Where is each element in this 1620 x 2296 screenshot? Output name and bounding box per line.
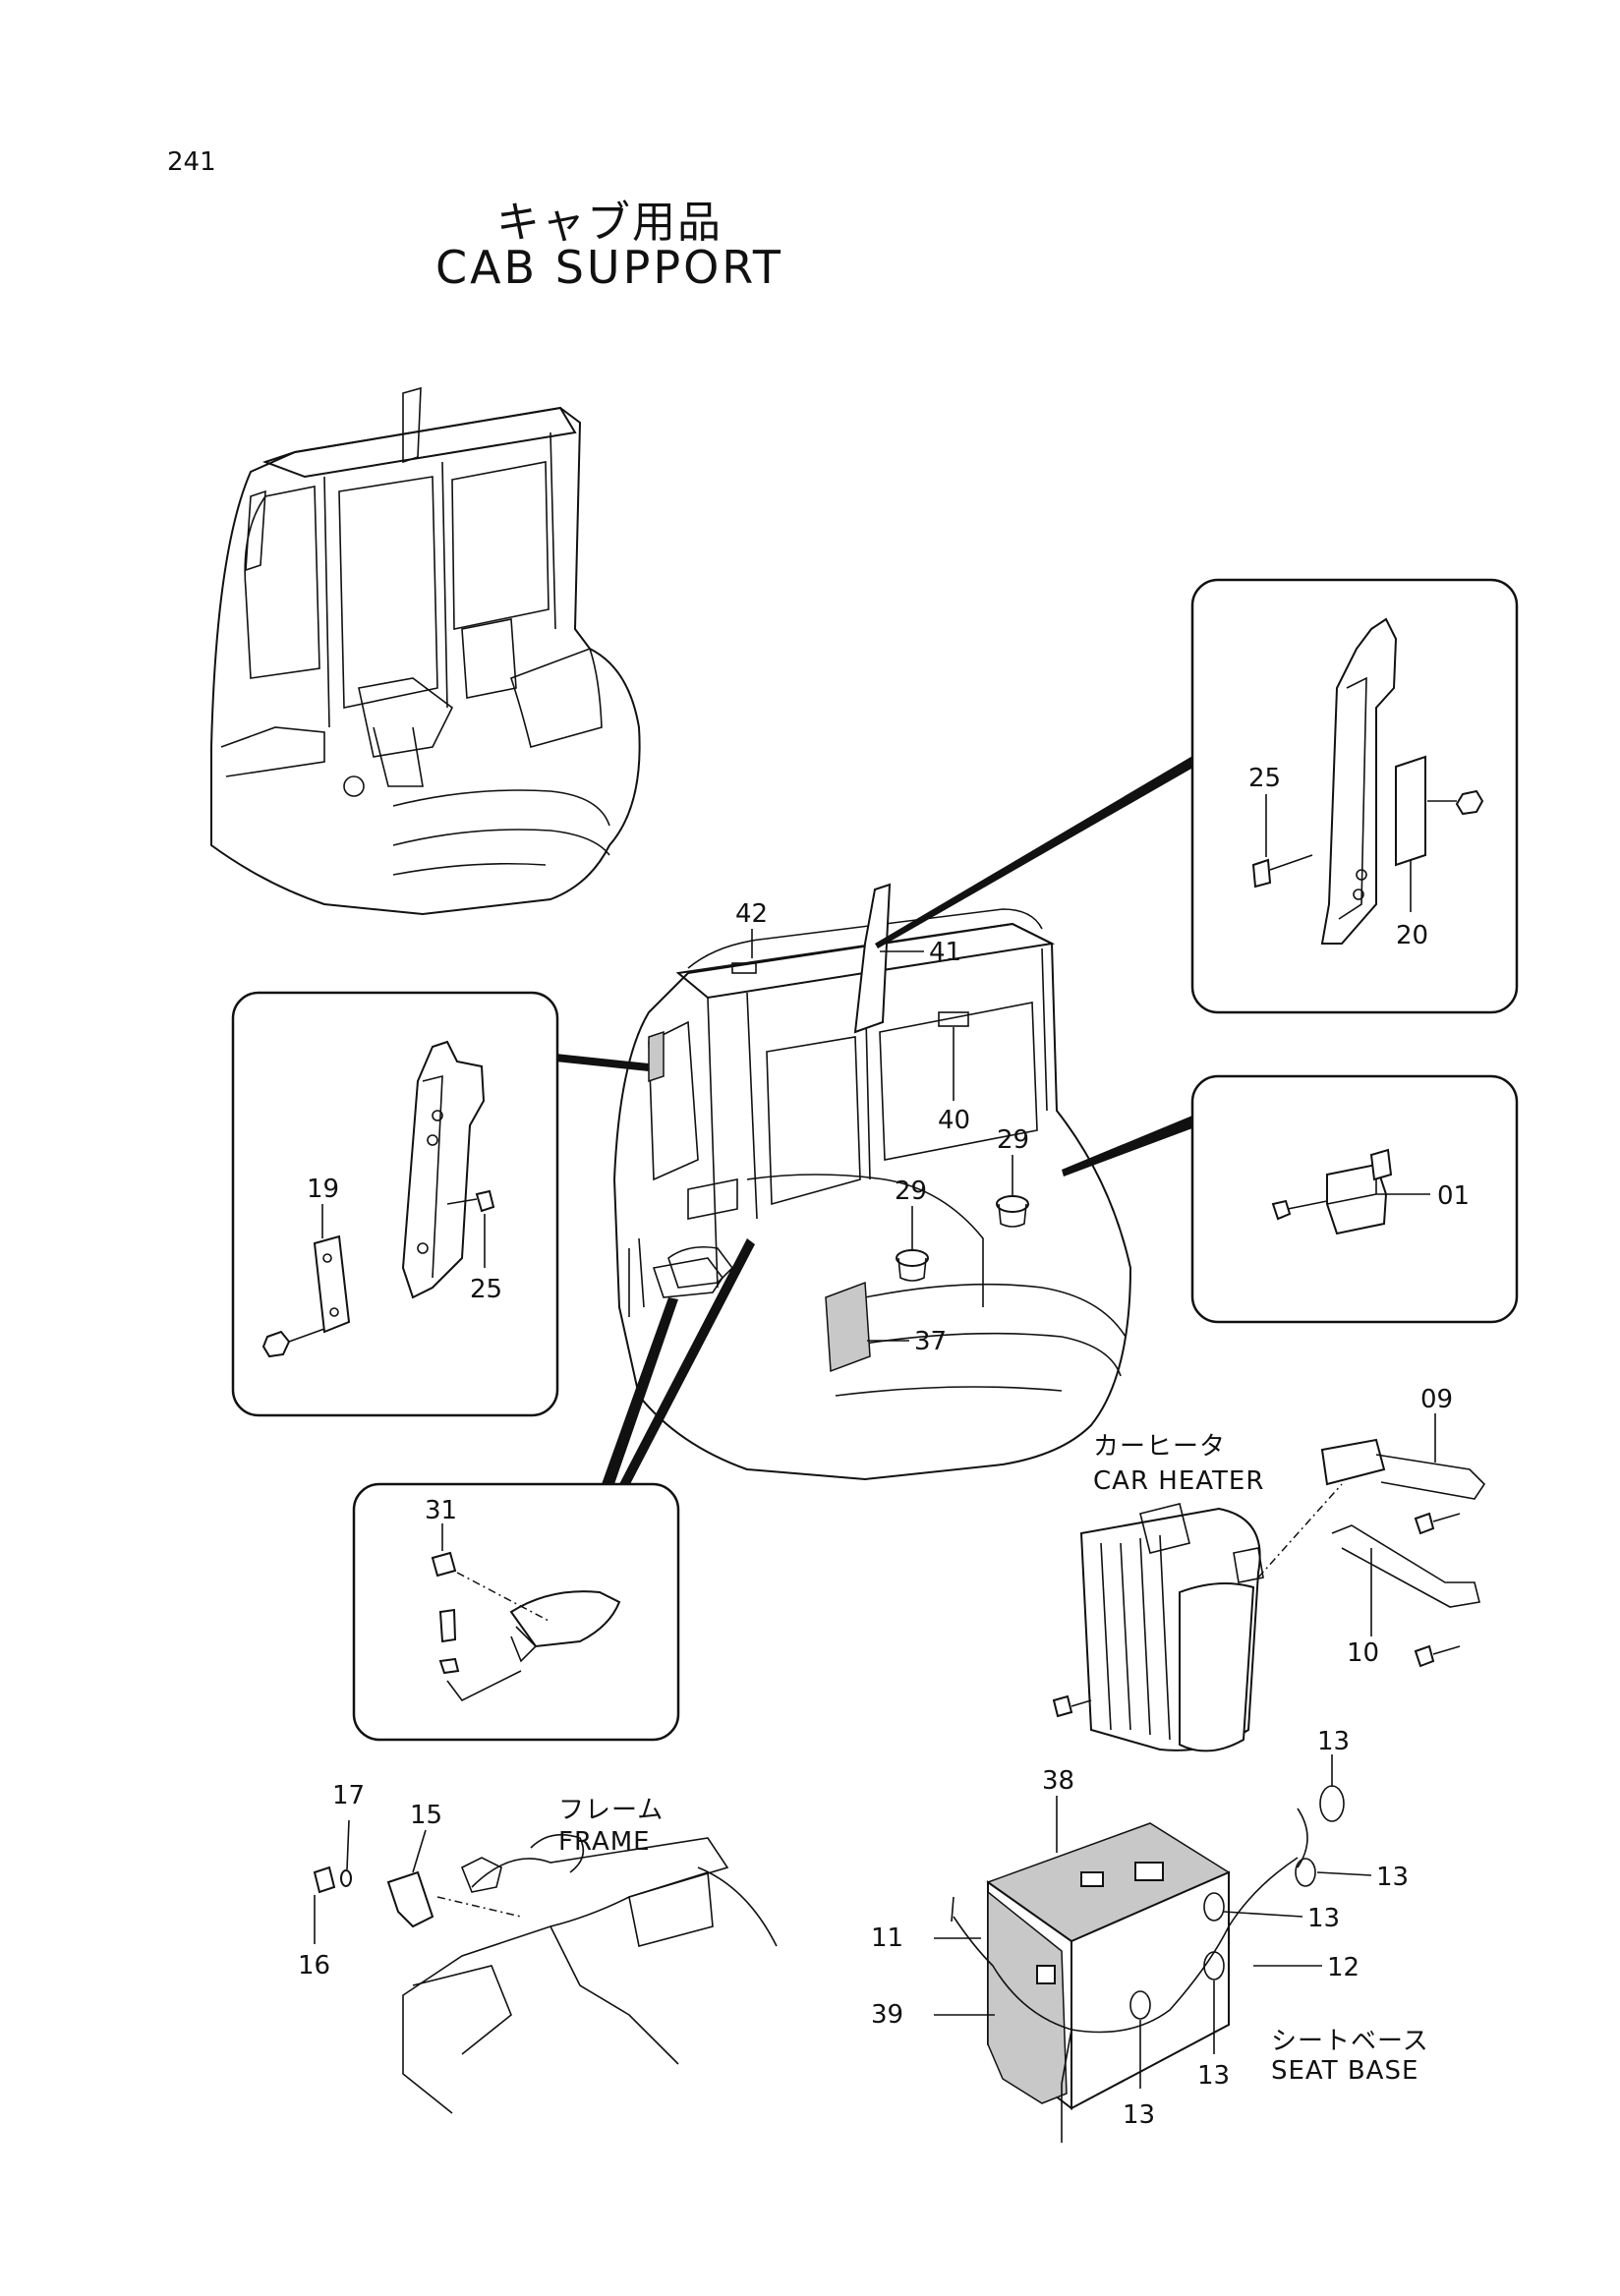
part-label-38: 38: [1042, 1766, 1074, 1796]
part-label-15: 15: [410, 1801, 442, 1830]
part-label-13-top: 13: [1317, 1727, 1350, 1756]
frame-label-jp: フレーム: [558, 1796, 664, 1825]
part-label-40: 40: [938, 1106, 970, 1135]
part-label-42: 42: [735, 899, 768, 929]
part-label-37: 37: [914, 1327, 947, 1356]
part-label-13-right: 13: [1376, 1863, 1409, 1892]
page-title-english: CAB SUPPORT: [434, 241, 784, 294]
seat-base-label-jp: シートベース: [1271, 2027, 1429, 2056]
leader-to-right-box: [1062, 1116, 1192, 1177]
cab-main-illustration: [612, 883, 1132, 1481]
part-label-41: 41: [929, 938, 961, 967]
seat-base-label-en: SEAT BASE: [1271, 2056, 1418, 2086]
excavator-overview-illustration: [210, 386, 641, 916]
part-label-31: 31: [425, 1496, 457, 1525]
part-label-13-bottom-right: 13: [1197, 2061, 1230, 2091]
leader-to-bottom-box: [602, 1238, 755, 1486]
part-label-12: 12: [1327, 1953, 1360, 1982]
frame-label-en: FRAME: [558, 1827, 651, 1857]
leader-to-left-box: [555, 1054, 649, 1071]
part-label-10: 10: [1347, 1638, 1379, 1668]
detail-box-window-latch-right: 25 20: [1190, 578, 1519, 1014]
car-heater-illustration: カーヒータ CAR HEATER 09 10: [1052, 1385, 1486, 1752]
part-label-17: 17: [332, 1781, 365, 1810]
page-title-japanese: キャブ用品: [496, 198, 723, 248]
part-label-29-right: 29: [997, 1125, 1029, 1155]
detail-box-cover: 31: [352, 1482, 680, 1742]
part-label-19: 19: [307, 1175, 339, 1204]
detail-box-relay: 01: [1190, 1074, 1519, 1324]
part-label-16: 16: [298, 1951, 330, 1980]
part-label-25-left: 25: [470, 1275, 502, 1304]
part-label-39: 39: [871, 2000, 903, 2030]
page-number: 241: [167, 147, 216, 177]
part-label-01: 01: [1437, 1181, 1470, 1211]
part-label-29-left: 29: [895, 1177, 927, 1206]
frame-illustration: フレーム FRAME 17 15 16: [298, 1781, 778, 2114]
car-heater-label-jp: カーヒータ: [1093, 1432, 1226, 1462]
part-label-20: 20: [1396, 921, 1428, 950]
part-label-11: 11: [871, 1923, 903, 1953]
part-label-13-bottom-left: 13: [1123, 2100, 1155, 2130]
car-heater-label-en: CAR HEATER: [1093, 1466, 1264, 1496]
detail-box-window-latch-left: 19 25: [231, 991, 559, 1417]
part-label-09: 09: [1420, 1385, 1453, 1414]
seat-base-illustration: 38 13 13 13 12 13 13 11 39 シートベース SEAT B…: [871, 1727, 1429, 2143]
leader-to-top-right-box: [875, 755, 1194, 948]
part-label-25-top: 25: [1248, 764, 1281, 793]
part-label-13-mid: 13: [1307, 1904, 1340, 1933]
